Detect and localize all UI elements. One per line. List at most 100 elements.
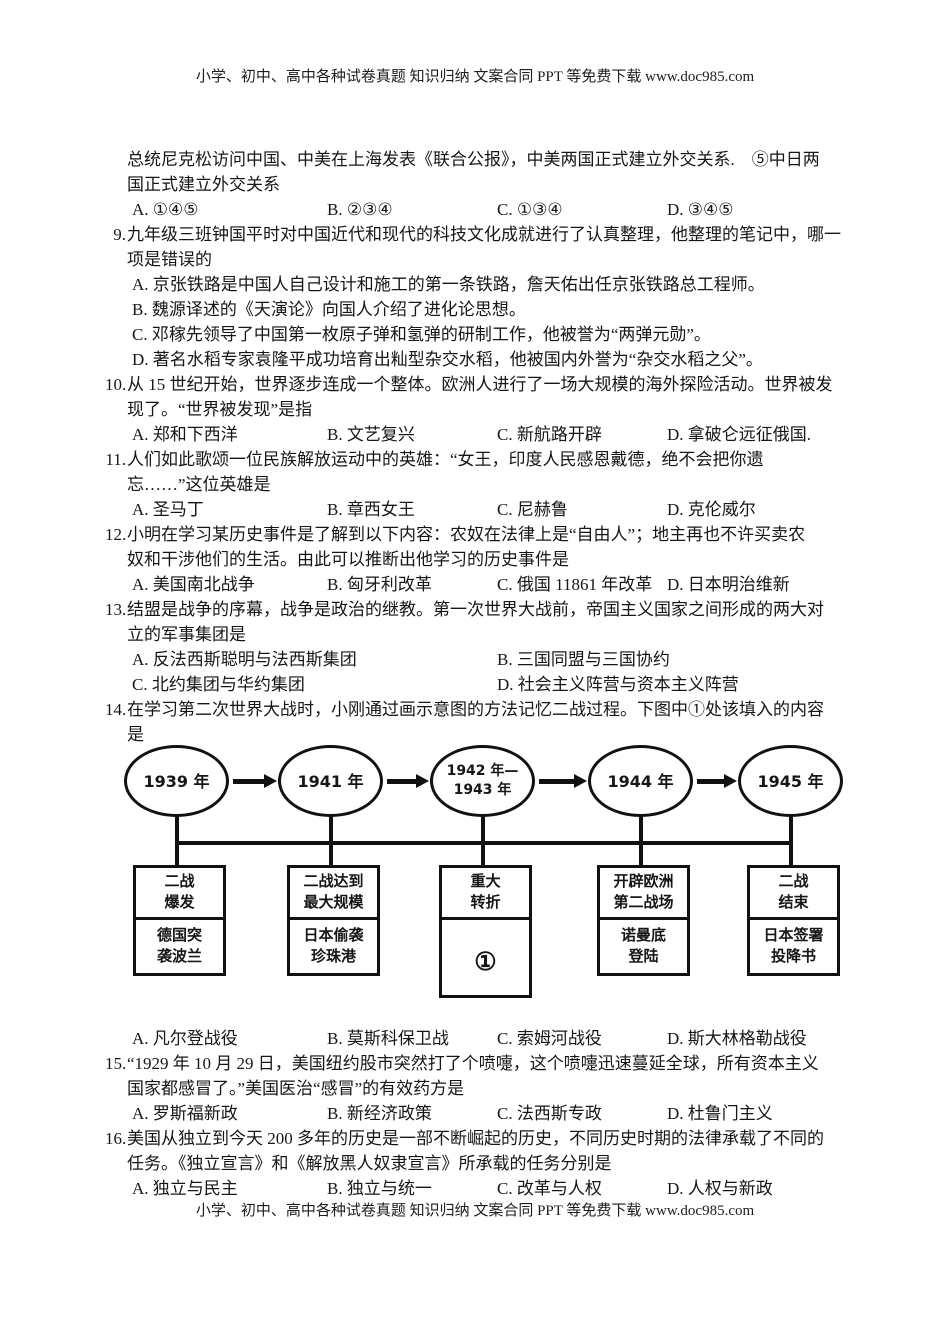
option-row: A. 反法西斯聪明与法西斯集团 B. 三国同盟与三国协约	[132, 647, 872, 672]
question-stem: 在学习第二次世界大战时，小刚通过画示意图的方法记忆二战过程。下图中①处该填入的内…	[127, 700, 824, 719]
option-row: A. 独立与民主 B. 独立与统一 C. 改革与人权 D. 人权与新政	[132, 1176, 872, 1201]
option-row: C. 北约集团与华约集团 D. 社会主义阵营与资本主义阵营	[132, 672, 872, 697]
box-label: 珍珠港	[310, 948, 356, 965]
timeline-ellipse-1941: 1941 年	[278, 745, 383, 817]
question-line: 总统尼克松访问中国、中美在上海发表《联合公报》，中美两国正式建立外交关系. ⑤中…	[127, 150, 820, 169]
page-footer-banner: 小学、初中、高中各种试卷真题 知识归纳 文案合同 PPT 等免费下载 www.d…	[195, 1203, 755, 1219]
arrow-right-icon	[387, 774, 429, 788]
question-stem: “1929 年 10 月 29 日，美国纽约股市突然打了个喷嚏，这个喷嚏迅速蔓延…	[127, 1054, 819, 1073]
question-number: 10.	[105, 375, 127, 394]
box-label: 投降书	[770, 948, 816, 965]
option-item: B. 三国同盟与三国协约	[497, 650, 670, 669]
ellipse-label: 1945 年	[757, 771, 824, 791]
flow-box-bottom-cell: 诺曼底 登陆	[600, 920, 687, 973]
timeline-ellipse-1944: 1944 年	[588, 745, 693, 817]
option-item: A. 独立与民主	[132, 1179, 238, 1198]
box-label: 二战达到	[303, 873, 364, 890]
arrow-right-icon	[697, 774, 737, 788]
question-line: 项是错误的	[127, 250, 212, 269]
question-line: 14.在学习第二次世界大战时，小刚通过画示意图的方法记忆二战过程。下图中①处该填…	[105, 697, 824, 722]
question-stem: 九年级三班钟国平时对中国近代和现代的科技文化成就进行了认真整理，他整理的笔记中，…	[127, 225, 841, 244]
question-line: 忘……”这位英雄是	[127, 475, 271, 494]
flow-box-top-cell: 重大 转折	[442, 868, 529, 920]
arrow-right-icon	[539, 774, 587, 788]
option-item: A. 郑和下西洋	[132, 425, 238, 444]
box-label: 二战	[164, 873, 195, 890]
option-item: D. 社会主义阵营与资本主义阵营	[497, 675, 739, 694]
flow-box-top-cell: 二战 结束	[750, 868, 837, 920]
arrow-right-icon	[233, 774, 277, 788]
option-row: A. 凡尔登战役 B. 莫斯科保卫战 C. 索姆河战役 D. 斯大林格勒战役	[132, 1026, 872, 1051]
flow-box-blank-cell: ①	[442, 920, 529, 995]
option-item: B. 文艺复兴	[327, 425, 415, 444]
option-item: D. 杜鲁门主义	[667, 1104, 773, 1123]
question-line: 任务。《独立宣言》和《解放黑人奴隶宣言》所承载的任务分别是	[127, 1154, 612, 1173]
ww2-timeline-diagram: 1939 年 1941 年 1942 年— 1943 年 1944 年 1945…	[0, 741, 950, 1021]
question-number: 12.	[105, 525, 127, 544]
flow-box-bottom-cell: 日本签署 投降书	[750, 920, 837, 973]
flow-box-bottom-cell: 日本偷袭 珍珠港	[290, 920, 377, 973]
option-row: A. 圣马丁 B. 章西女王 C. 尼赫鲁 D. 克伦威尔	[132, 497, 872, 522]
option-row: A. 罗斯福新政 B. 新经济政策 C. 法西斯专政 D. 杜鲁门主义	[132, 1101, 872, 1126]
box-label: 诺曼底	[620, 927, 666, 944]
option-item: C. 尼赫鲁	[497, 500, 568, 519]
question-line: 9.九年级三班钟国平时对中国近代和现代的科技文化成就进行了认真整理，他整理的笔记…	[105, 222, 841, 247]
option-item: A. 京张铁路是中国人自己设计和施工的第一条铁路，詹天佑出任京张铁路总工程师。	[132, 275, 765, 294]
option-item: B. 章西女王	[327, 500, 415, 519]
question-line: 立的军事集团是	[127, 625, 246, 644]
box-label: 开辟欧洲	[613, 873, 674, 890]
box-label: 日本偷袭	[303, 927, 364, 944]
box-label: 日本签署	[763, 927, 824, 944]
option-item: A. 罗斯福新政	[132, 1104, 238, 1123]
question-stem: 从 15 世纪开始，世界逐步连成一个整体。欧洲人进行了一场大规模的海外探险活动。…	[127, 375, 833, 394]
page-header-banner: 小学、初中、高中各种试卷真题 知识归纳 文案合同 PPT 等免费下载 www.d…	[195, 69, 755, 85]
option-item: D. 拿破仑远征俄国.	[667, 425, 812, 444]
option-item: C. 改革与人权	[497, 1179, 602, 1198]
question-stem: 小明在学习某历史事件是了解到以下内容：农奴在法律上是“自由人”；地主再也不许买卖…	[127, 525, 806, 544]
question-line: 国家都感冒了。”美国医治“感冒”的有效药方是	[127, 1079, 465, 1098]
option-item: C. 新航路开辟	[497, 425, 602, 444]
question-line: 10.从 15 世纪开始，世界逐步连成一个整体。欧洲人进行了一场大规模的海外探险…	[105, 372, 833, 397]
option-item: B. 魏源译述的《天演论》向国人介绍了进化论思想。	[132, 300, 526, 319]
box-label: 第二战场	[613, 894, 674, 911]
connector-line	[789, 815, 793, 865]
flow-box-war-end: 二战 结束 日本签署 投降书	[747, 865, 840, 976]
question-stem: 结盟是战争的序幕，战争是政治的继教。第一次世界大战前，帝国主义国家之间形成的两大…	[127, 600, 824, 619]
question-line: 11.人们如此歌颂一位民族解放运动中的英雄：“女王，印度人民感恩戴德，绝不会把你…	[105, 447, 763, 472]
option-item: C. 北约集团与华约集团	[132, 675, 305, 694]
ellipse-label: 1939 年	[143, 771, 210, 791]
box-label: 爆发	[164, 894, 195, 911]
option-item: B. 独立与统一	[327, 1179, 432, 1198]
question-line: 现了。“世界被发现”是指	[127, 400, 313, 419]
connector-line	[175, 815, 179, 865]
flow-box-bottom-cell: 德国突 袭波兰	[136, 920, 223, 973]
flow-box-second-front: 开辟欧洲 第二战场 诺曼底 登陆	[597, 865, 690, 976]
flow-box-top-cell: 二战达到 最大规模	[290, 868, 377, 920]
option-item: A. 凡尔登战役	[132, 1029, 238, 1048]
box-label: 二战	[778, 873, 809, 890]
question-line: 是	[127, 725, 144, 744]
box-label: 重大	[470, 873, 501, 890]
option-item: B. ②③④	[327, 200, 393, 219]
option-item: A. ①④⑤	[132, 200, 199, 219]
option-item: A. 美国南北战争	[132, 575, 255, 594]
box-label: 最大规模	[303, 894, 364, 911]
option-item: A. 圣马丁	[132, 500, 204, 519]
question-number: 13.	[105, 600, 127, 619]
box-label: 结束	[778, 894, 809, 911]
ellipse-label: 1941 年	[297, 771, 364, 791]
option-row: A. 美国南北战争 B. 匈牙利改革 C. 俄国 11861 年改革 D. 日本…	[132, 572, 872, 597]
option-item: C. 法西斯专政	[497, 1104, 602, 1123]
timeline-ellipse-1939: 1939 年	[124, 745, 229, 817]
option-item: D. 日本明治维新	[667, 575, 790, 594]
question-number: 16.	[105, 1129, 127, 1148]
box-label: 袭波兰	[156, 948, 202, 965]
option-row: A. 郑和下西洋 B. 文艺复兴 C. 新航路开辟 D. 拿破仑远征俄国.	[132, 422, 872, 447]
connector-line	[639, 815, 643, 865]
question-number: 14.	[105, 700, 127, 719]
option-item: B. 莫斯科保卫战	[327, 1029, 449, 1048]
question-line: 奴和干涉他们的生活。由此可以推断出他学习的历史事件是	[127, 550, 569, 569]
option-item: D. ③④⑤	[667, 200, 734, 219]
option-item: C. 邓稼先领导了中国第一枚原子弹和氢弹的研制工作，他被誉为“两弹元勋”。	[132, 325, 711, 344]
